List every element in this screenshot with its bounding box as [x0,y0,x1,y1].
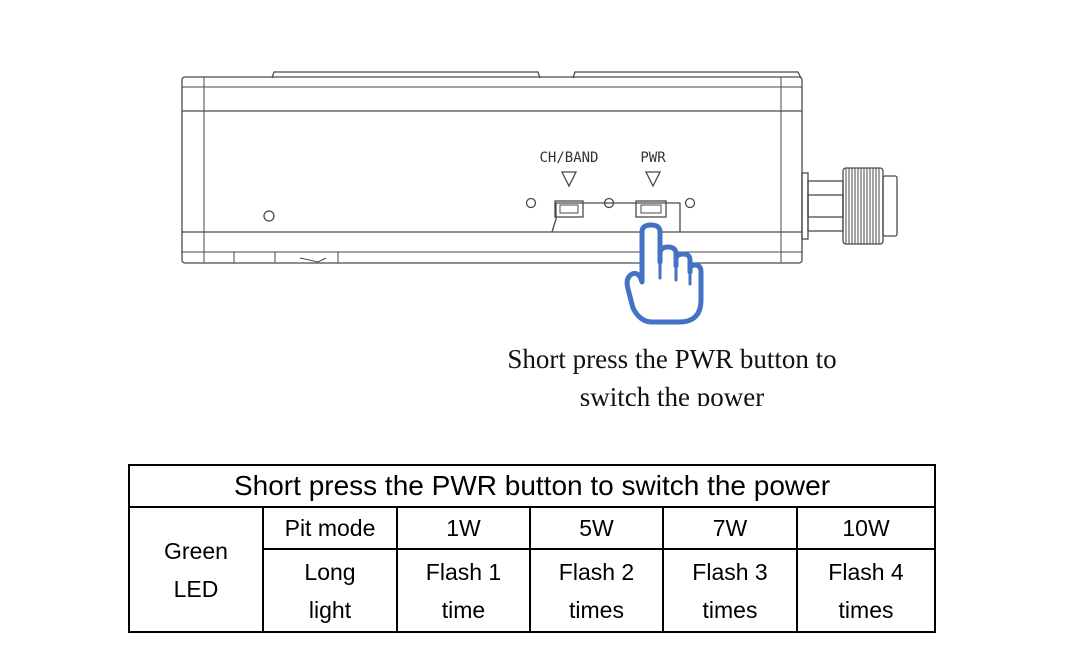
diagram-caption: Short press the PWR button to switch the… [507,344,837,406]
power-level-table: Short press the PWR button to switch the… [127,464,937,633]
led-hole [263,210,275,222]
mode-header: 7W [662,506,798,550]
row-label-line: Green [164,537,228,564]
indication-cell: Long light [262,548,398,633]
indicator-dot [603,197,615,209]
indication-line: light [308,596,352,623]
indication-line: Long [304,558,356,585]
pwr-label: PWR [640,150,666,166]
indication-line: Flash 3 [692,558,768,585]
pwr-button[interactable] [635,200,667,218]
mode-header: Pit mode [262,506,398,550]
mode-header: 1W [396,506,531,550]
antenna-connector [801,167,898,245]
indicator-dot [525,197,537,209]
indicator-dot [684,197,696,209]
device-diagram: CH/BAND PWR [181,71,898,325]
row-label-line: LED [173,575,219,602]
mode-header: 5W [529,506,664,550]
indication-line: times [702,596,758,623]
pointing-hand-icon [624,222,704,325]
indication-line: times [838,596,894,623]
indication-cell: Flash 1 time [396,548,531,633]
ch-band-button[interactable] [554,200,584,218]
indication-line: Flash 4 [828,558,904,585]
down-triangle-icon [644,171,662,188]
mode-header: 10W [795,506,937,550]
indication-line: times [569,596,624,623]
indication-cell: Flash 2 times [529,548,664,633]
indication-cell: Flash 3 times [662,548,798,633]
down-triangle-icon [560,171,578,188]
table-title: Short press the PWR button to switch the… [127,464,937,508]
row-label-green-led: Green LED [128,506,264,633]
indication-line: time [441,596,486,623]
indication-cell: Flash 4 times [795,548,937,633]
indication-line: Flash 2 [558,558,635,585]
device-body [181,76,803,264]
ch-band-label: CH/BAND [539,150,598,166]
indication-line: Flash 1 [425,558,502,585]
